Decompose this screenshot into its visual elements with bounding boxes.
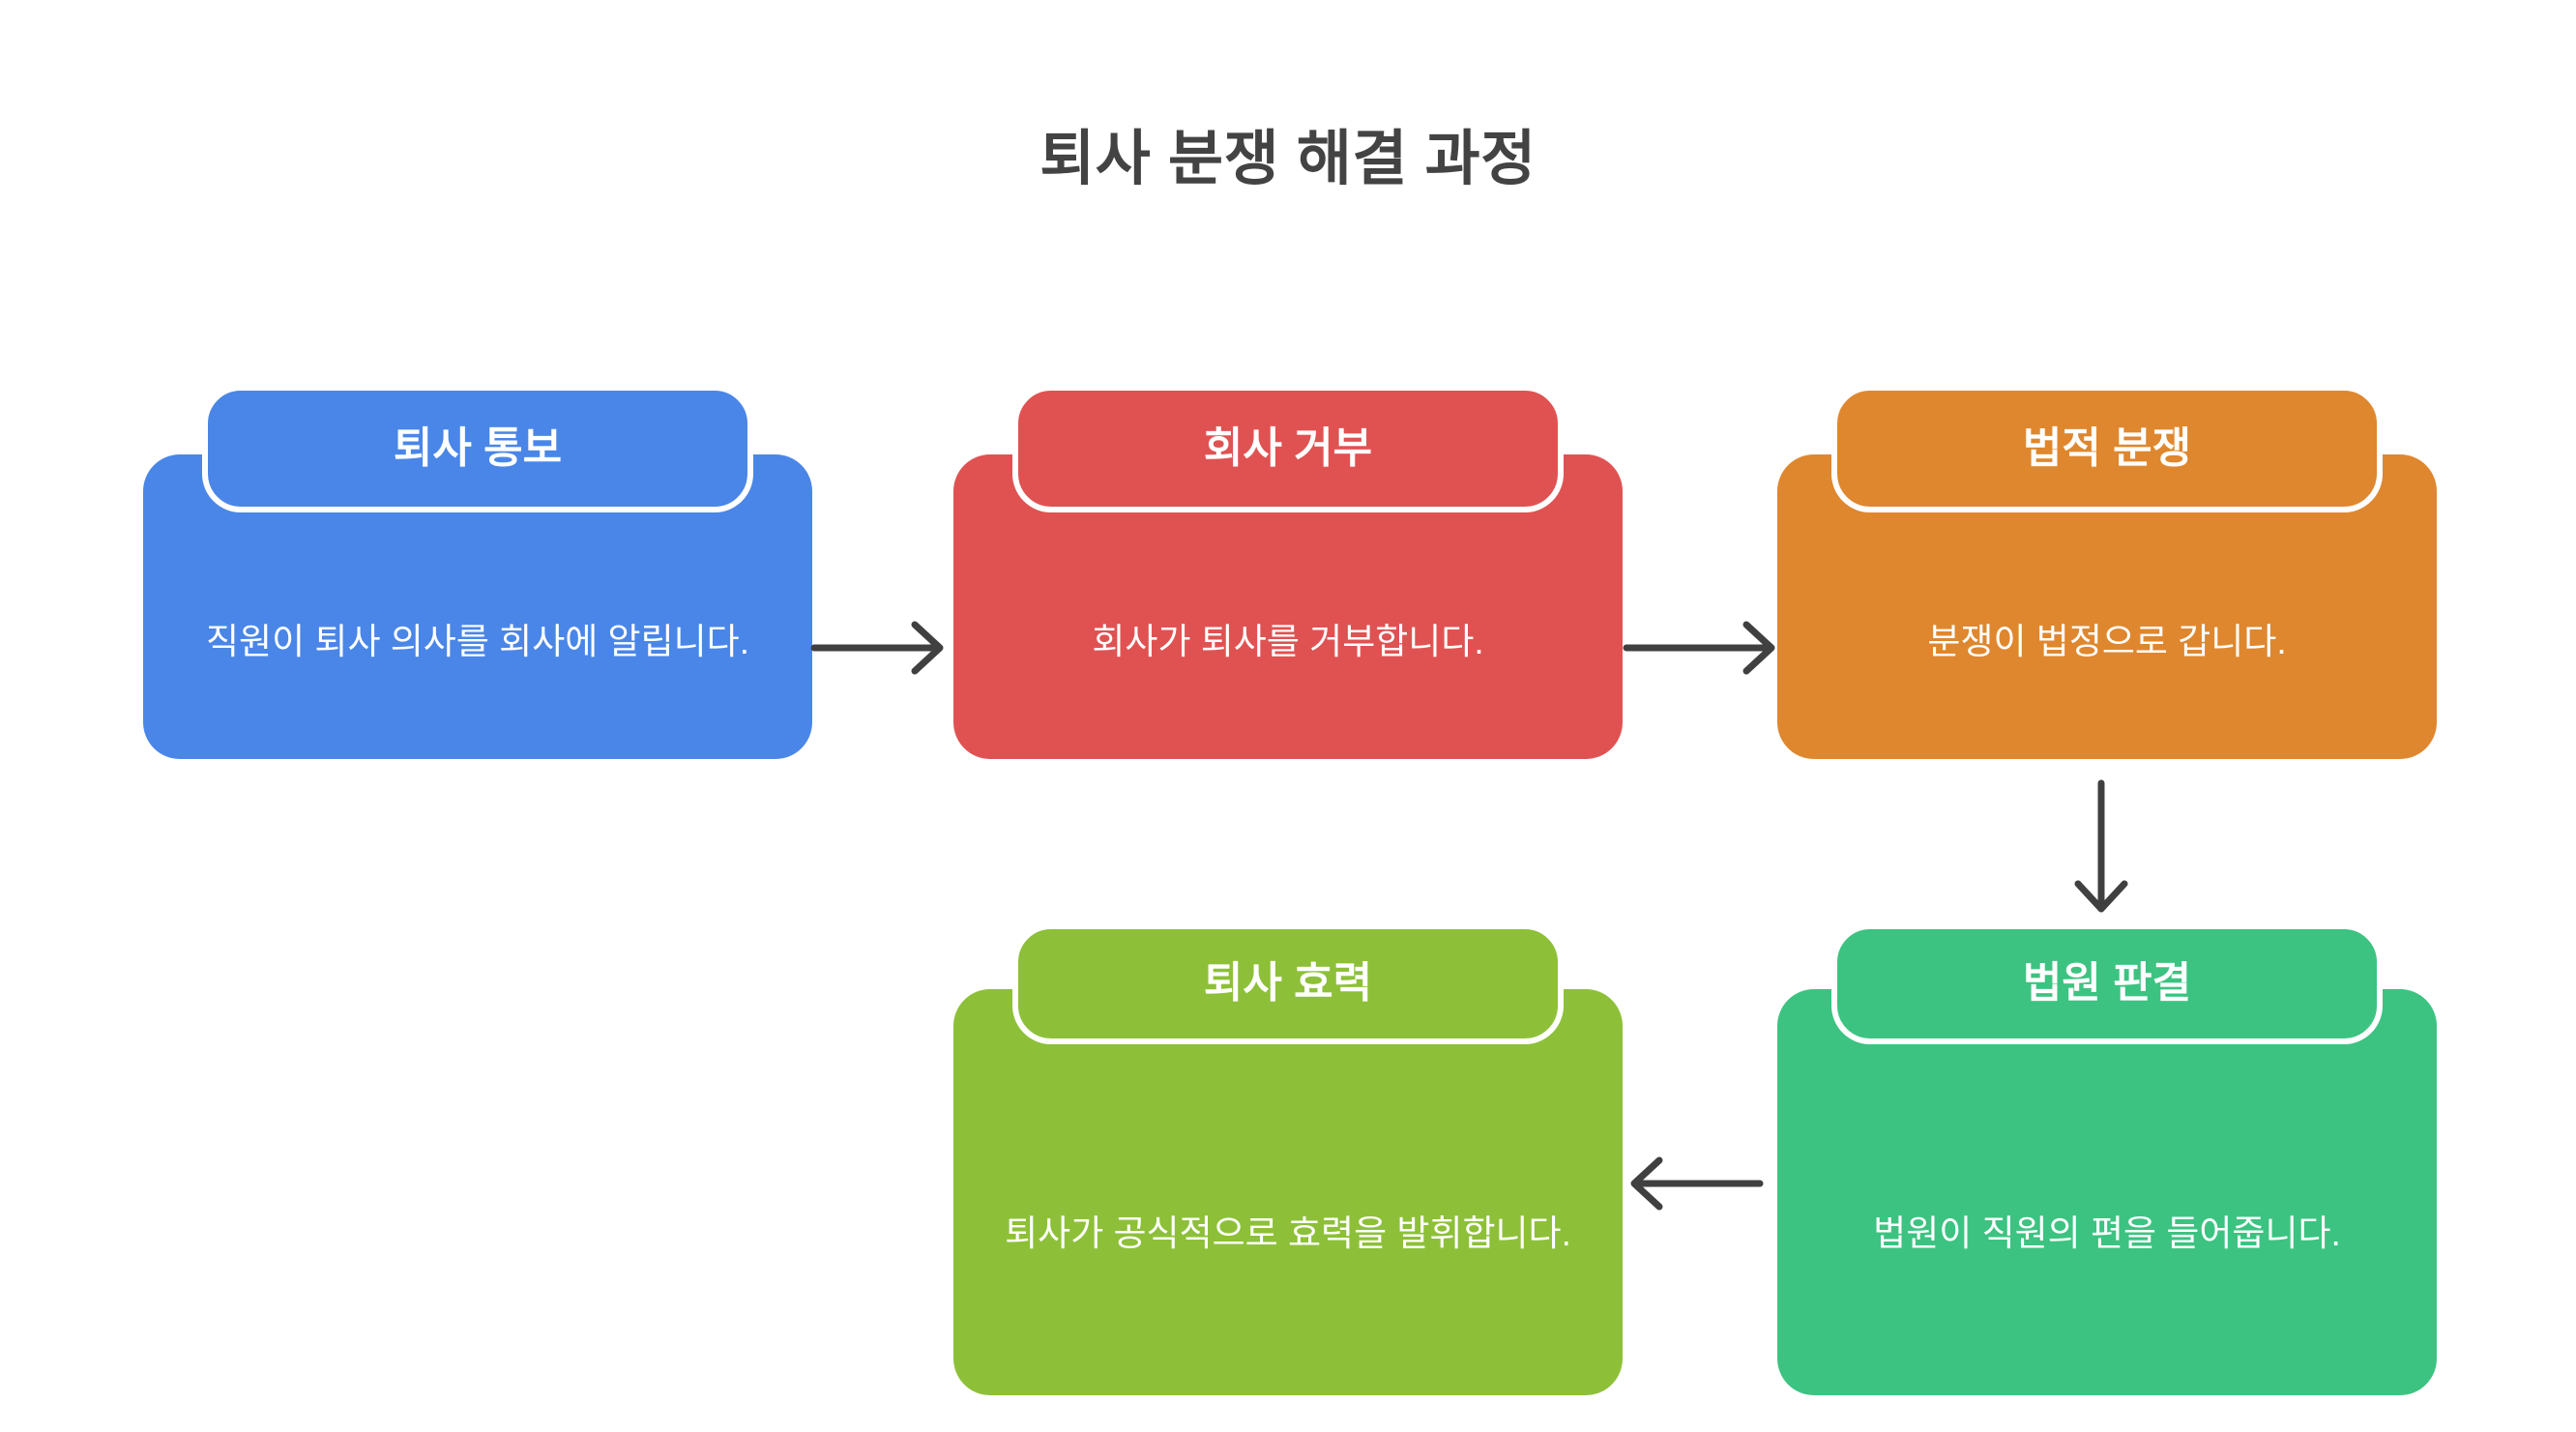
arrow-left-icon [1626,1154,1764,1213]
node-header-text: 법원 판결 [2022,959,2192,1008]
node-header-badge: 퇴사 효력 [1012,923,1564,1044]
arrow-right-icon [1623,619,1779,677]
flow-node-legal-dispute[interactable]: 분쟁이 법정으로 갑니다. 법적 분쟁 [1777,385,2437,762]
flow-node-retirement-effect[interactable]: 퇴사가 공식적으로 효력을 발휘합니다. 퇴사 효력 [953,923,1623,1395]
node-header-text: 회사 거부 [1203,424,1373,472]
node-body-text: 직원이 퇴사 의사를 회사에 알립니다. [206,622,749,662]
node-header-text: 법적 분쟁 [2022,424,2192,472]
node-header-text: 퇴사 효력 [1203,959,1373,1008]
node-body-text: 회사가 퇴사를 거부합니다. [1092,622,1484,662]
flow-node-retirement-notice[interactable]: 직원이 퇴사 의사를 회사에 알립니다. 퇴사 통보 [143,385,812,762]
node-body-card: 퇴사가 공식적으로 효력을 발휘합니다. [953,989,1623,1395]
flow-node-court-ruling[interactable]: 법원이 직원의 편을 들어줍니다. 법원 판결 [1777,923,2437,1395]
node-header-badge: 회사 거부 [1012,385,1564,512]
node-body-text: 법원이 직원의 편을 들어줍니다. [1873,1213,2341,1253]
node-header-badge: 법적 분쟁 [1831,385,2383,512]
arrow-right-icon [810,619,948,677]
node-header-badge: 퇴사 통보 [202,385,753,512]
page-title: 퇴사 분쟁 해결 과정 [1039,126,1537,192]
node-body-text: 분쟁이 법정으로 갑니다. [1927,622,2287,662]
node-header-text: 퇴사 통보 [393,424,563,472]
flow-node-company-refusal[interactable]: 회사가 퇴사를 거부합니다. 회사 거부 [953,385,1623,762]
node-body-card: 법원이 직원의 편을 들어줍니다. [1777,989,2437,1395]
node-body-text: 퇴사가 공식적으로 효력을 발휘합니다. [1005,1213,1571,1253]
node-header-badge: 법원 판결 [1831,923,2383,1044]
arrow-down-icon [2072,779,2130,915]
